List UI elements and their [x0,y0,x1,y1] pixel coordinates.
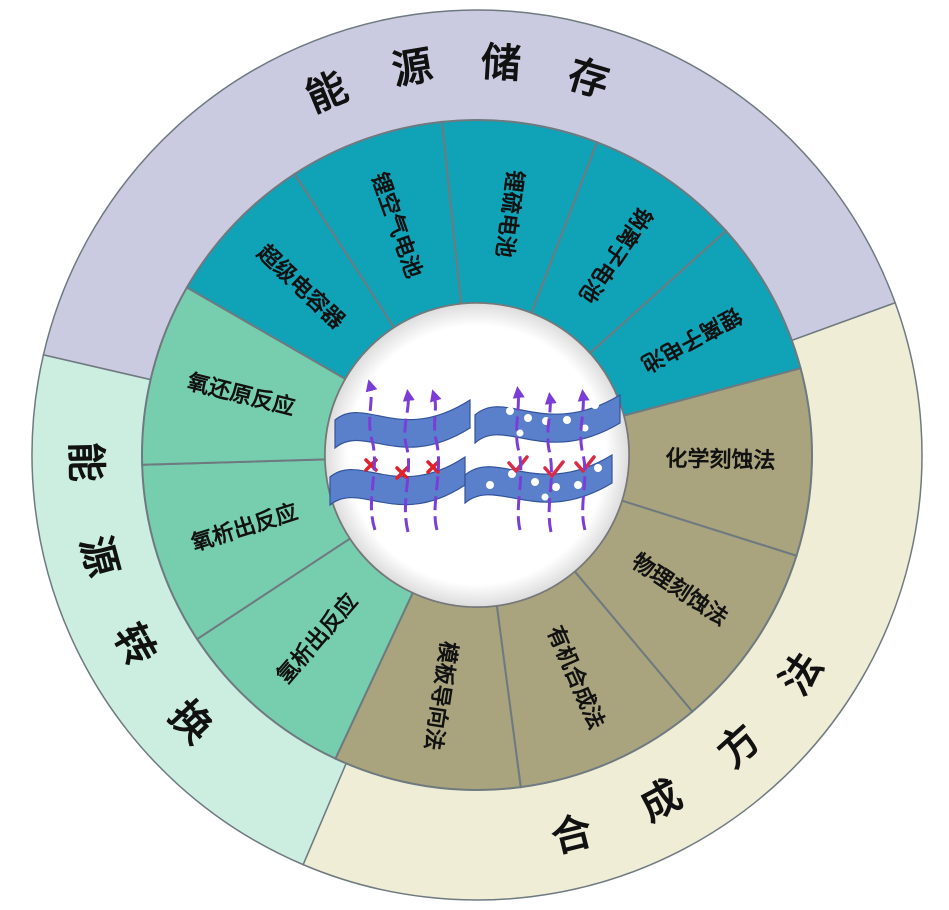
sheet-left-top [334,398,471,450]
transport-arrows [365,379,590,533]
outer-title-char: 储 [480,40,523,88]
cross-markers [364,458,440,480]
outer-title-char: 能 [62,441,109,482]
check-markers [507,455,596,478]
center-hub [324,302,630,608]
inner-ring [141,119,813,791]
inner-label-synthesis-0: 化学刻蚀法 [665,446,776,474]
pores [486,401,602,501]
outer-title-char: 源 [389,42,436,94]
sheet-right-bottom [464,453,613,505]
center-illustration [329,379,621,533]
